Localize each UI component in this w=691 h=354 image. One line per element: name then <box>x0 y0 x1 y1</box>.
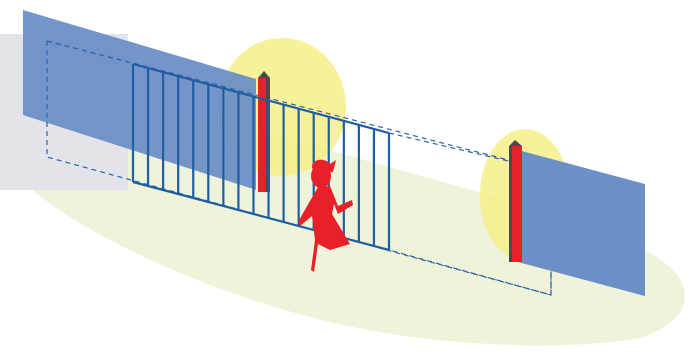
receiver-post-shade <box>509 146 512 262</box>
receiver-post <box>509 140 522 262</box>
